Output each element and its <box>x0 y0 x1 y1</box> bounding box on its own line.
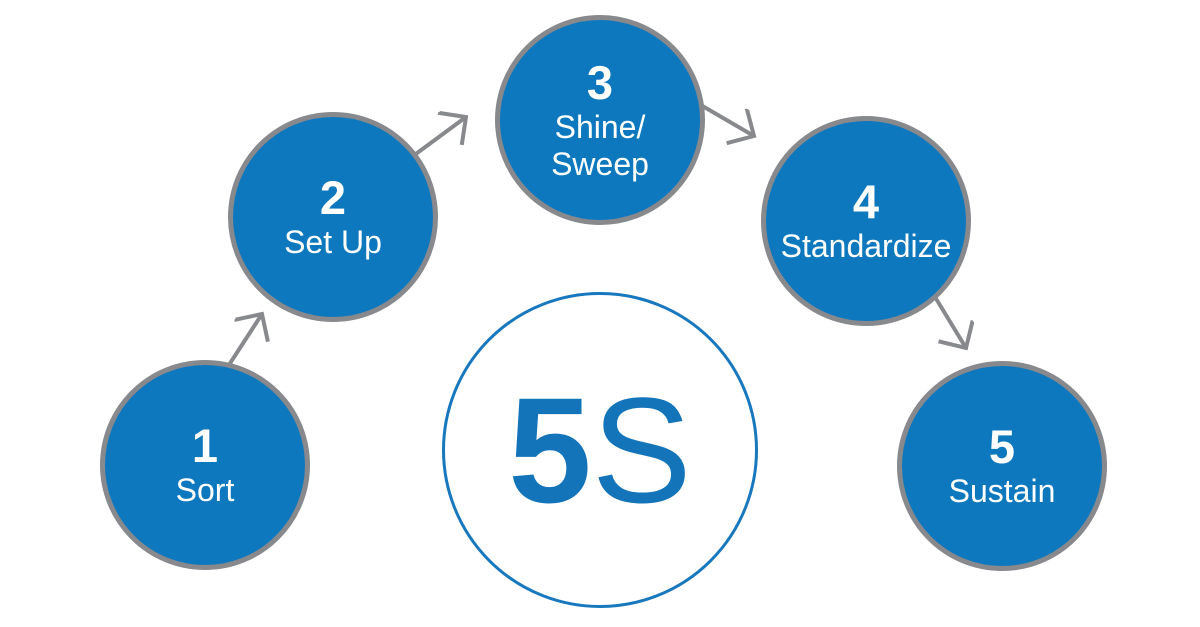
step-number: 3 <box>586 55 614 109</box>
step-label: Shine/ Sweep <box>551 108 649 182</box>
arrow-setup-to-shine <box>407 117 466 161</box>
step-circle-set-up: 2 Set Up <box>228 112 438 322</box>
step-circle-sustain: 5 Sustain <box>897 361 1107 571</box>
center-text-light-s: S <box>591 366 692 534</box>
arrow-sort-to-setup <box>225 314 262 370</box>
center-text-bold-5: 5 <box>508 366 592 534</box>
step-label: Set Up <box>284 224 382 261</box>
step-label: Standardize <box>780 228 952 265</box>
step-number: 5 <box>988 419 1016 473</box>
step-number: 4 <box>852 174 880 228</box>
step-circle-shine-sweep: 3 Shine/ Sweep <box>495 15 705 225</box>
step-label: Sustain <box>948 473 1056 510</box>
step-number: 2 <box>319 170 347 224</box>
arrow-shine-to-standardize <box>697 102 754 136</box>
step-circle-sort: 1 Sort <box>100 360 310 570</box>
arrow-standardize-to-sustain <box>930 290 966 348</box>
step-number: 1 <box>191 418 219 472</box>
step-circle-standardize: 4 Standardize <box>761 116 971 326</box>
step-label: Sort <box>175 472 235 509</box>
